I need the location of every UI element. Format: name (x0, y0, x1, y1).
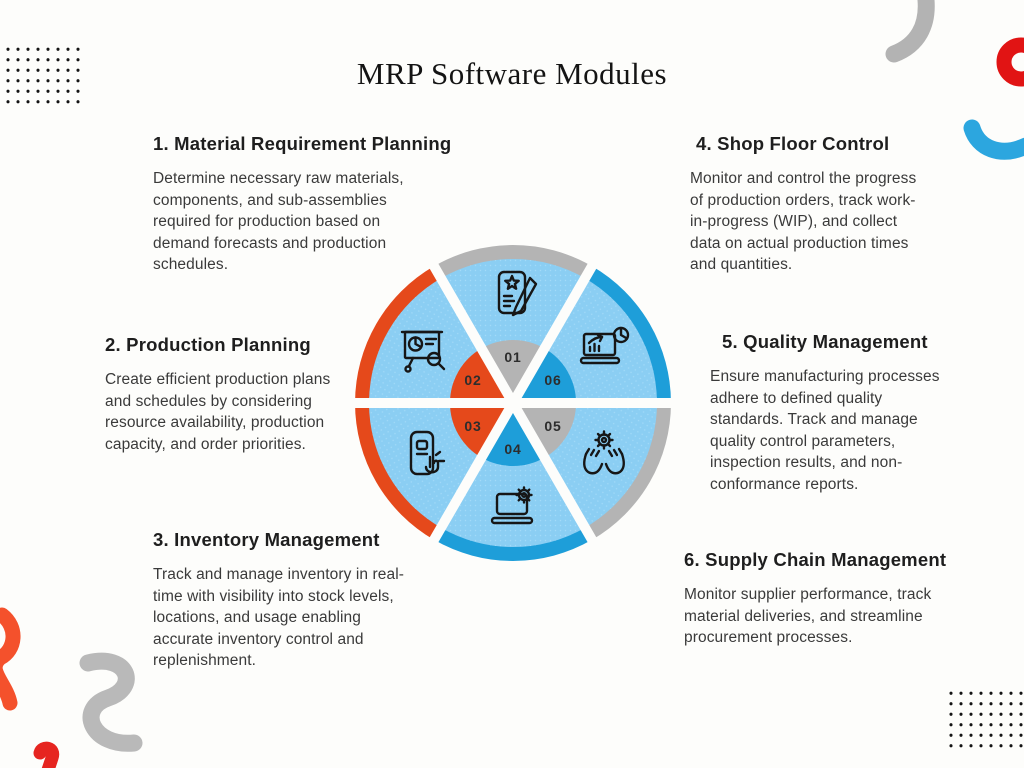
segment-number-03: 03 (464, 418, 481, 434)
module-6-description: Monitor supplier performance, track mate… (684, 586, 932, 646)
segment-number-06: 06 (544, 372, 561, 388)
segment-number-01: 01 (504, 349, 521, 365)
wheel-segment-04 (434, 403, 592, 561)
module-1-material-requirement-planning: 1. Material Requirement Planning Determi… (153, 133, 488, 276)
segment-04-inner (481, 403, 545, 467)
module-5-heading: 5. Quality Management (722, 331, 928, 352)
gray-squiggle-shape (885, 0, 935, 63)
module-6-supply-chain-management: 6. Supply Chain Management Monitor suppl… (684, 549, 984, 649)
module-5-quality-management: 5. Quality Management Ensure manufacturi… (710, 331, 960, 495)
module-3-description: Track and manage inventory in real-time … (153, 566, 405, 669)
wheel-segment-02 (355, 266, 513, 404)
module-4-description: Monitor and control the progress of prod… (690, 170, 917, 273)
hands-gear-icon (583, 430, 625, 475)
module-4-shop-floor-control: 4. Shop Floor Control Monitor and contro… (690, 133, 940, 276)
wheel-segment-01 (434, 245, 592, 403)
segment-06-inner (513, 348, 577, 403)
segment-04-texture (441, 403, 585, 547)
module-3-inventory-management: 3. Inventory Management Track and manage… (153, 529, 473, 672)
segment-divider (421, 248, 605, 558)
segment-number-02: 02 (464, 372, 481, 388)
red-ring-shape (996, 37, 1024, 87)
segment-01-inner (481, 339, 545, 403)
dot-grid-bottom-right (946, 688, 1024, 752)
module-2-heading: 2. Production Planning (105, 334, 311, 355)
dot-grid-top-left (3, 44, 82, 106)
mrp-modules-wheel: 01 02 03 04 05 06 (353, 245, 673, 561)
gray-s-squiggle-shape (79, 652, 143, 752)
red-blob-shape (33, 741, 60, 768)
mobile-tap-icon (409, 430, 446, 476)
module-2-production-planning: 2. Production Planning Create efficient … (105, 334, 365, 455)
laptop-gear-icon (490, 486, 534, 525)
document-pencil-star-icon (497, 270, 538, 317)
module-4-heading: 4. Shop Floor Control (696, 133, 890, 154)
segment-05-inner (513, 403, 577, 458)
module-3-heading: 3. Inventory Management (153, 529, 380, 550)
blue-wave-shape (963, 119, 1024, 160)
segment-number-04: 04 (504, 441, 521, 457)
laptop-analytics-icon (579, 326, 630, 365)
module-1-heading: 1. Material Requirement Planning (153, 133, 452, 154)
presentation-analysis-icon (400, 330, 446, 373)
segment-01-texture (441, 259, 585, 403)
module-6-heading: 6. Supply Chain Management (684, 549, 947, 570)
decor-top-right (885, 0, 1024, 160)
module-5-description: Ensure manufacturing processes adhere to… (710, 368, 940, 493)
segment-03-inner (449, 402, 513, 458)
orange-squiggle-shape (0, 607, 21, 711)
segment-02-inner (449, 348, 513, 403)
page-title: MRP Software Modules (356, 56, 668, 91)
module-2-description: Create efficient production plans and sc… (105, 371, 331, 453)
module-1-description: Determine necessary raw materials, compo… (153, 170, 404, 273)
segment-number-05: 05 (544, 418, 561, 434)
decor-bottom-left (0, 607, 143, 768)
